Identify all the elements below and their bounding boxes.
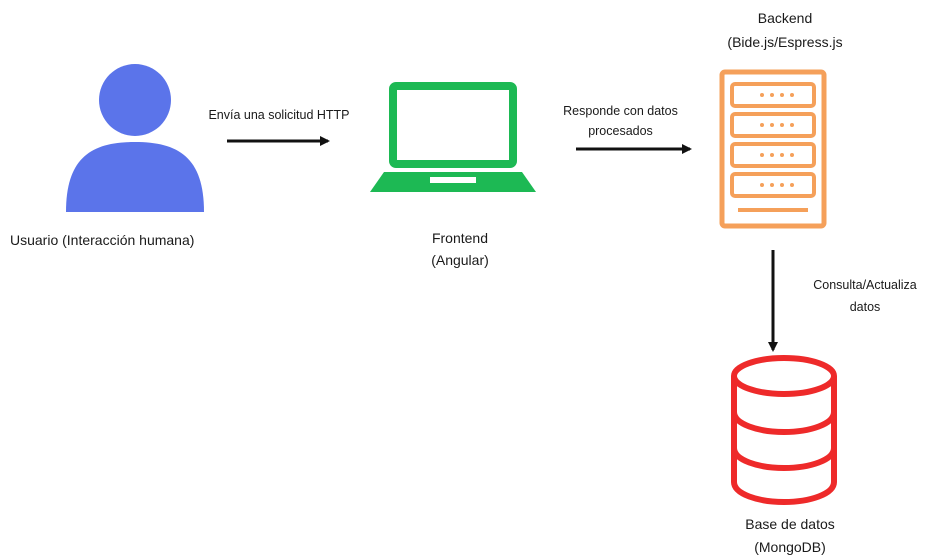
frontend-label-line2: (Angular) — [431, 252, 489, 268]
edge-label-backend-to-database-line1: Consulta/Actualiza — [813, 278, 917, 292]
database-label-line2: (MongoDB) — [754, 539, 826, 555]
edge-label-user-to-frontend: Envía una solicitud HTTP — [208, 108, 350, 122]
user-icon — [66, 64, 204, 212]
laptop-icon — [370, 82, 536, 192]
database-icon — [731, 355, 837, 506]
database-label-line1: Base de datos — [745, 516, 835, 532]
frontend-label-line1: Frontend — [431, 230, 489, 246]
backend-label-line2: (Bide.js/Espress.js — [727, 34, 843, 50]
backend-label-line1: Backend — [757, 10, 813, 26]
server-icon — [719, 69, 827, 229]
edge-label-frontend-to-backend-line2: procesados — [588, 124, 653, 138]
user-label: Usuario (Interacción humana) — [10, 232, 195, 248]
edge-label-backend-to-database-line2: datos — [849, 300, 881, 314]
edge-label-frontend-to-backend-line1: Responde con datos — [563, 104, 678, 118]
